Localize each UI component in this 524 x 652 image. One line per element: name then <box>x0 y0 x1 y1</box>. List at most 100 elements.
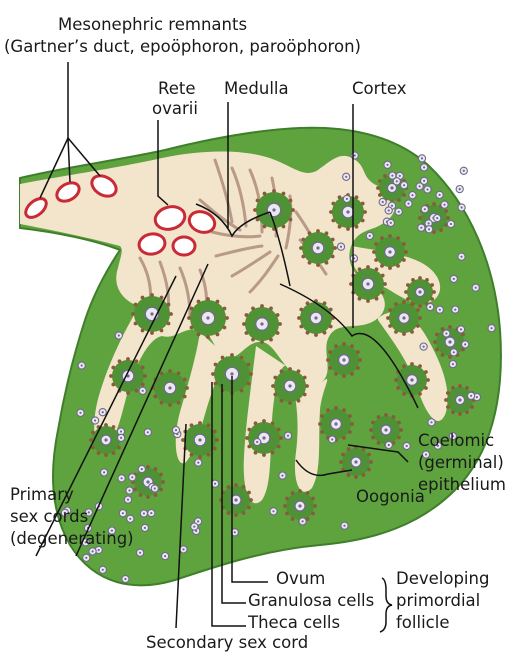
theca-cell <box>425 278 429 282</box>
theca-cell <box>297 316 301 320</box>
theca-cell <box>316 229 320 233</box>
theca-cell <box>342 342 346 346</box>
theca-cell <box>410 362 414 366</box>
theca-cell <box>187 316 191 320</box>
oogonium <box>450 349 457 356</box>
oogonium <box>139 387 146 394</box>
theca-cell <box>301 255 305 259</box>
theca-cell <box>331 238 335 242</box>
theca-cell <box>279 436 283 440</box>
theca-cell <box>334 372 338 376</box>
theca-cell <box>118 359 122 363</box>
oogonium <box>366 232 373 239</box>
theca-cell <box>298 489 302 493</box>
theca-cell <box>234 513 238 517</box>
theca-cell <box>263 225 267 229</box>
theca-cell <box>331 202 335 206</box>
theca-cell <box>198 455 202 459</box>
theca-cell <box>291 517 295 521</box>
theca-cell <box>291 208 295 212</box>
theca-cell <box>185 386 189 390</box>
theca-cell <box>416 324 420 328</box>
theca-cell <box>397 436 401 440</box>
theca-cell <box>369 460 373 464</box>
label-medulla: Medulla <box>224 79 289 98</box>
theca-cell <box>111 383 115 387</box>
theca-cell <box>247 445 251 449</box>
theca-cell <box>326 408 330 412</box>
theca-cell <box>410 330 414 334</box>
theca-cell <box>126 357 130 361</box>
theca-cell <box>451 386 455 390</box>
theca-cell <box>271 451 275 455</box>
theca-cell <box>435 348 439 352</box>
theca-cell <box>432 202 436 206</box>
theca-cell <box>333 246 337 250</box>
oogonium <box>447 220 454 227</box>
theca-cell <box>104 453 108 457</box>
oogonium <box>343 195 350 202</box>
theca-cell <box>441 353 445 357</box>
theca-cell <box>198 421 202 425</box>
theca-cell <box>104 423 108 427</box>
label-secondary-sex-cord: Secondary sex cord <box>146 633 308 652</box>
theca-cell <box>97 451 101 455</box>
theca-cell <box>262 419 266 423</box>
oogonium <box>456 186 463 193</box>
theca-cell <box>206 335 210 339</box>
theca-cell <box>367 453 371 457</box>
theca-cell <box>273 376 277 380</box>
theca-cell <box>366 299 370 303</box>
theca-cell <box>251 338 255 342</box>
theca-cell <box>448 325 452 329</box>
theca-cell <box>411 302 415 306</box>
theca-cell <box>346 227 350 231</box>
theca-cell <box>424 370 428 374</box>
theca-cell <box>141 366 145 370</box>
theca-cell <box>223 326 227 330</box>
oogonium <box>395 208 402 215</box>
oogonium <box>420 343 427 350</box>
oogonium <box>385 441 392 448</box>
theca-cell <box>141 383 145 387</box>
oogonium <box>393 178 400 185</box>
theca-cell <box>341 453 345 457</box>
theca-cell <box>388 324 392 328</box>
theca-cell <box>418 392 422 396</box>
theca-cell <box>221 356 225 360</box>
oogonium <box>418 155 425 162</box>
theca-cell <box>388 308 392 312</box>
theca-cell <box>328 366 332 370</box>
theca-cell <box>320 430 324 434</box>
oogonium <box>89 548 96 555</box>
theca-cell <box>190 453 194 457</box>
theca-cell <box>283 504 287 508</box>
theca-cell <box>323 301 327 305</box>
theca-cell <box>446 391 450 395</box>
theca-cell <box>207 453 211 457</box>
theca-cell <box>388 234 392 238</box>
oogonium <box>118 475 125 482</box>
theca-cell <box>134 303 138 307</box>
theca-cell <box>342 374 346 378</box>
theca-cell <box>126 391 130 395</box>
theca-cell <box>306 301 310 305</box>
oogonium <box>99 566 106 573</box>
theca-cell <box>183 378 187 382</box>
theca-cell <box>159 473 163 477</box>
theca-cell <box>383 174 387 178</box>
theca-cell <box>190 307 194 311</box>
theca-cell <box>288 367 292 371</box>
theca-cell <box>381 274 385 278</box>
theca-cell <box>280 399 284 403</box>
oogonium <box>299 518 306 525</box>
oogonium <box>162 553 169 560</box>
theca-cell <box>402 300 406 304</box>
theca-cell <box>181 438 185 442</box>
label-granulosa-cells: Granulosa cells <box>248 591 374 610</box>
theca-cell <box>374 258 378 262</box>
oogonium <box>279 472 286 479</box>
label-developing-line2: primordial <box>396 591 480 610</box>
theca-cell <box>402 242 406 246</box>
